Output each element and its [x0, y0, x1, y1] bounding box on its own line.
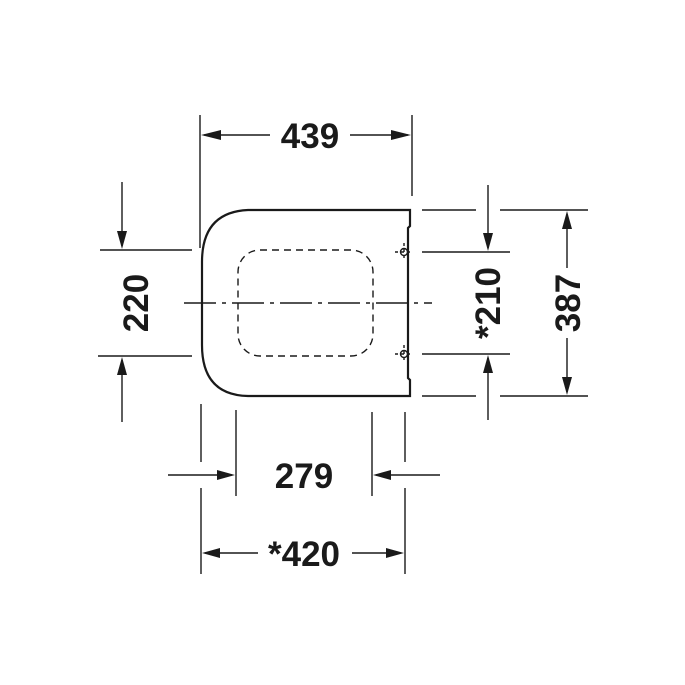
dimension-210: *210	[469, 267, 508, 339]
seat-outline	[200, 208, 412, 398]
dimension-387: 387	[549, 274, 588, 332]
dimension-279: 279	[275, 457, 333, 496]
dimension-420: *420	[268, 535, 340, 574]
dimension-220: 220	[117, 274, 156, 332]
dimension-439: 439	[281, 117, 339, 156]
